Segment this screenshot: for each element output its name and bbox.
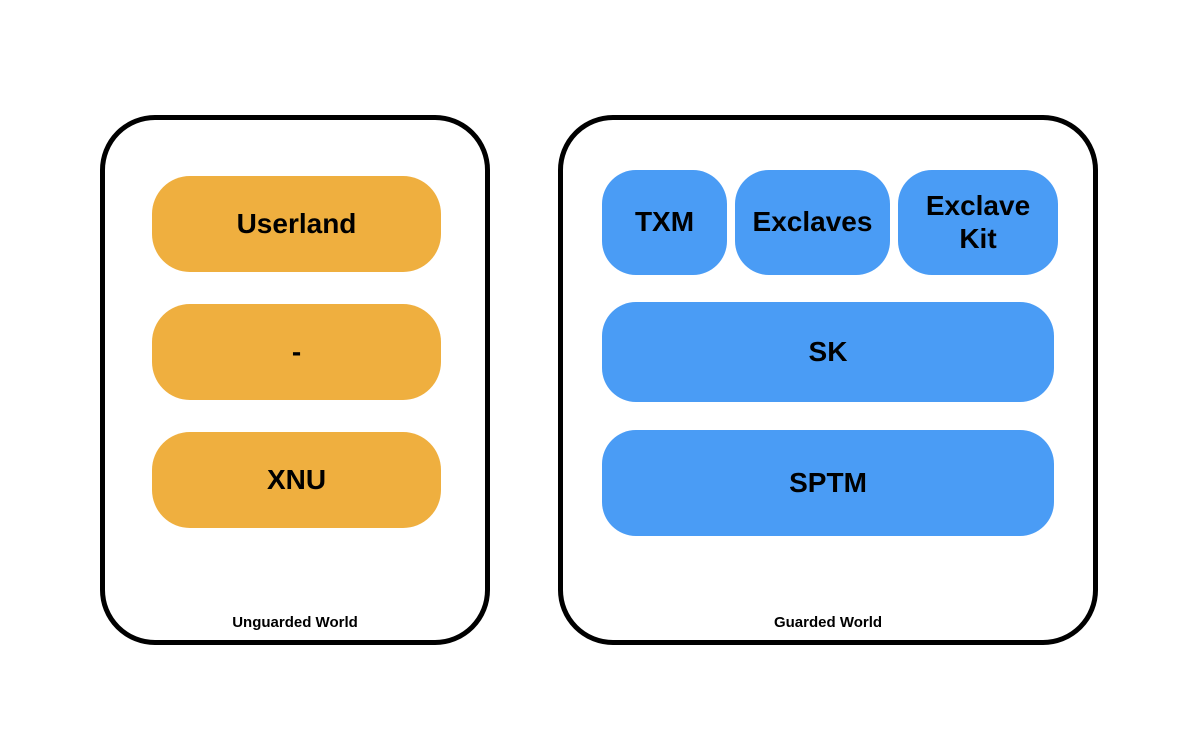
unguarded-world-caption: Unguarded World xyxy=(232,614,358,631)
exclaves-box: Exclaves xyxy=(735,170,890,275)
xnu-box: XNU xyxy=(152,432,441,528)
txm-box: TXM xyxy=(602,170,727,275)
sk-box: SK xyxy=(602,302,1054,402)
guarded-world-panel: TXM Exclaves Exclave Kit SK SPTM Guarded… xyxy=(558,115,1098,645)
userland-box: Userland xyxy=(152,176,441,272)
dash-box: - xyxy=(152,304,441,400)
guarded-world-caption: Guarded World xyxy=(773,614,883,631)
unguarded-world-panel: Userland - XNU Unguarded World xyxy=(100,115,490,645)
exclave-kit-box: Exclave Kit xyxy=(898,170,1058,275)
sptm-box: SPTM xyxy=(602,430,1054,536)
